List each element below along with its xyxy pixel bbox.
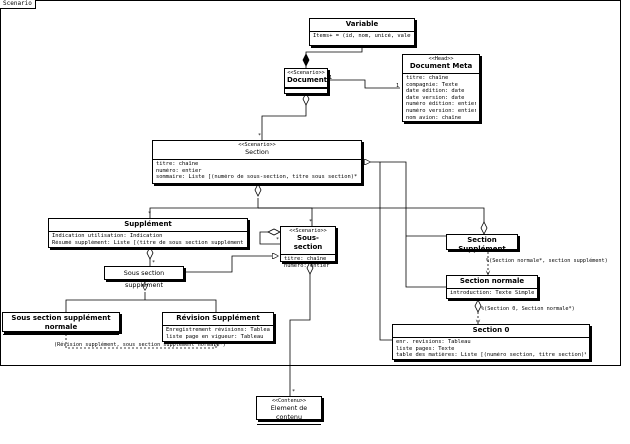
attribute: date édition: date	[406, 88, 465, 95]
stereotype: <<Scenario>>	[238, 142, 276, 148]
attribute: numéro: entier	[284, 262, 330, 269]
class-document-meta[interactable]: <<Head>> Document Meta titre: chaîne com…	[402, 54, 480, 122]
class-section-normale[interactable]: Section normale introduction: Texte Simp…	[446, 275, 538, 299]
class-name: Sous-section	[293, 234, 323, 251]
class-document[interactable]: <<Scenario>> Document	[284, 68, 328, 94]
hollow-diamond	[302, 92, 310, 106]
class-sous-section[interactable]: <<Scenario>> Sous-section titre: chaîne …	[280, 226, 336, 269]
stereotype: <<Scenario>>	[289, 228, 327, 234]
attribute: table des matières: Liste [(numéro secti…	[396, 352, 586, 359]
class-supplement[interactable]: Supplément Indication utilisation: Indic…	[48, 218, 248, 248]
attribute: nom avion: chaîne	[406, 114, 462, 121]
attribute: Items+ = (id, nom, unicé, valeur)	[313, 33, 411, 39]
attribute: liste pages: Texte	[396, 345, 455, 352]
attribute: numéro édition: entier	[406, 101, 476, 108]
class-variable[interactable]: Variable Items+ = (id, nom, unicé, valeu…	[309, 18, 415, 46]
class-name: Section Supplément	[458, 236, 506, 253]
multiplicity: *	[258, 133, 262, 139]
stereotype: <<Scenario>>	[287, 70, 325, 76]
class-name: Révision Supplément	[176, 314, 260, 322]
stereotype: <<Contenu>>	[271, 398, 307, 404]
attribute: numéro: entier	[156, 167, 202, 174]
attribute: introduction: Texte Simple	[450, 290, 534, 296]
generalization-section	[370, 161, 446, 288]
stereotype: <<Head>>	[428, 56, 454, 62]
hollow-diamond	[254, 183, 262, 197]
filled-diamond	[302, 53, 310, 67]
multiplicity: *	[148, 211, 152, 217]
attribute: titre: chaîne	[156, 161, 199, 167]
constraint-label: %(Section normale*, section supplément)	[486, 258, 608, 264]
class-section-supplement[interactable]: Section Supplément	[446, 234, 518, 253]
class-name: Element de contenu	[270, 404, 308, 421]
class-name: Section	[245, 148, 269, 156]
attribute: titre: chaîne	[406, 75, 449, 81]
class-name: Section normale	[459, 277, 525, 285]
multiplicity: *	[309, 219, 313, 225]
attribute: enr. revisions: Tableau	[396, 339, 471, 345]
class-name: Sous section supplément normale	[11, 314, 111, 331]
class-name: Document Meta	[409, 62, 473, 70]
class-section[interactable]: <<Scenario>> Section titre: chaîne numér…	[152, 140, 362, 184]
section-children-link	[149, 198, 259, 218]
multiplicity: *	[152, 260, 156, 266]
class-element-de-contenu[interactable]: <<Contenu>> Element de contenu	[256, 396, 322, 425]
class-sous-section-supplement-normale[interactable]: Sous section supplément normale	[2, 312, 120, 335]
multiplicity: *	[276, 237, 280, 243]
class-name: Supplément	[124, 220, 172, 228]
constraint-label: (Révision supplément, sous section suppl…	[54, 342, 226, 348]
hollow-diamond	[146, 246, 154, 260]
multiplicity: *	[292, 389, 296, 395]
class-section-0[interactable]: Section 0 enr. revisions: Tableau liste …	[392, 324, 590, 360]
attribute: titre: chaîne	[284, 256, 327, 262]
constraint-label: %(Section 0, Section normale*)	[481, 306, 575, 312]
document-meta-link	[327, 79, 400, 89]
multiplicity: 1	[396, 83, 400, 89]
attribute: liste page en vigueur: Tableau	[166, 333, 264, 340]
multiplicity: 1	[329, 75, 333, 81]
class-name: Variable	[345, 20, 379, 28]
attribute: Indication utilisation: Indication	[52, 233, 163, 239]
class-revision-supplement[interactable]: Révision Supplément Enregistrement révis…	[162, 312, 274, 342]
hollow-diamond	[306, 261, 314, 275]
class-name: Sous section supplément	[123, 269, 165, 289]
attribute: Résumé supplément: Liste [(titre de sous…	[52, 239, 244, 246]
subsection-content-link	[289, 262, 311, 396]
attribute: compagnie: Texte	[406, 81, 458, 88]
attribute: Enregistrement révisions: Tableau	[166, 327, 270, 333]
frame-label: Scenario	[0, 0, 36, 9]
class-sous-section-supplement[interactable]: Sous section supplément	[104, 266, 184, 289]
class-name: Section 0	[472, 326, 510, 334]
attribute: sommaire: Liste [(numéro de sous-section…	[156, 174, 358, 181]
class-name: Document	[287, 76, 328, 84]
attribute: numéro version: entier	[406, 107, 476, 114]
attribute: date version: date	[406, 94, 465, 101]
scenario-frame	[0, 0, 621, 366]
